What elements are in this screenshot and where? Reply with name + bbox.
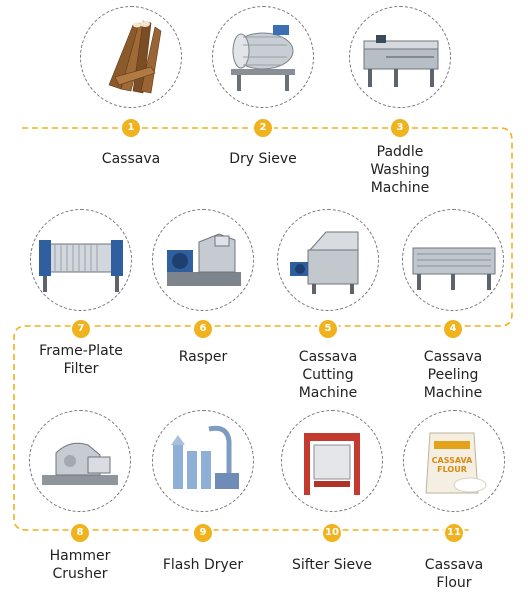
- step-9-image: [152, 410, 254, 512]
- filter-press-icon: [39, 240, 123, 292]
- step-1-number-badge: 1: [122, 119, 140, 137]
- step-2-number-badge: 2: [254, 119, 272, 137]
- step-3-image: [349, 6, 451, 108]
- step-11-number-badge: 11: [445, 524, 463, 542]
- step-10-label: Sifter Sieve: [291, 557, 373, 573]
- step-4-label: Cassava Peeling Machine: [423, 349, 483, 401]
- step-8-label: Hammer Crusher: [49, 548, 111, 582]
- step-7-image: [30, 209, 132, 311]
- step-10-image: [281, 410, 383, 512]
- step-5-label: Cassava Cutting Machine: [298, 349, 358, 401]
- step-8-image: [29, 410, 131, 512]
- hammer-crusher-icon: [42, 442, 118, 485]
- step-4-number-badge: 4: [444, 320, 462, 338]
- flash-dryer-icon: [171, 425, 239, 489]
- cassava-roots-icon: [108, 20, 162, 94]
- step-6-number-badge: 6: [194, 320, 212, 338]
- step-11-image: CASSAVA FLOUR: [403, 410, 505, 512]
- svg-text:CASSAVA: CASSAVA: [432, 456, 474, 465]
- step-7-number-badge: 7: [72, 320, 90, 338]
- step-5-number-badge: 5: [319, 320, 337, 338]
- step-7-label: Frame-Plate Filter: [39, 343, 123, 377]
- step-3-number-badge: 3: [391, 119, 409, 137]
- step-9-label: Flash Dryer: [162, 557, 244, 573]
- step-1-label: Cassava: [101, 151, 161, 167]
- paddle-washer-icon: [363, 35, 439, 87]
- rasper-machine-icon: [167, 233, 241, 286]
- step-1-image: [80, 6, 182, 108]
- cutting-machine-icon: [290, 231, 359, 294]
- sifter-sieve-icon: [304, 433, 360, 495]
- peeling-machine-icon: [412, 247, 496, 290]
- step-5-image: [277, 209, 379, 311]
- step-3-label: Paddle Washing Machine: [370, 144, 430, 196]
- step-6-label: Rasper: [178, 349, 228, 365]
- step-2-label: Dry Sieve: [229, 151, 297, 167]
- svg-text:FLOUR: FLOUR: [437, 465, 467, 474]
- step-10-number-badge: 10: [323, 524, 341, 542]
- flour-bag-icon: CASSAVA FLOUR: [425, 432, 487, 494]
- step-6-image: [152, 209, 254, 311]
- step-2-image: [212, 6, 314, 108]
- step-9-number-badge: 9: [194, 524, 212, 542]
- step-8-number-badge: 8: [71, 524, 89, 542]
- dry-sieve-machine-icon: [231, 25, 295, 91]
- step-11-label: Cassava Flour: [424, 557, 484, 591]
- step-4-image: [402, 209, 504, 311]
